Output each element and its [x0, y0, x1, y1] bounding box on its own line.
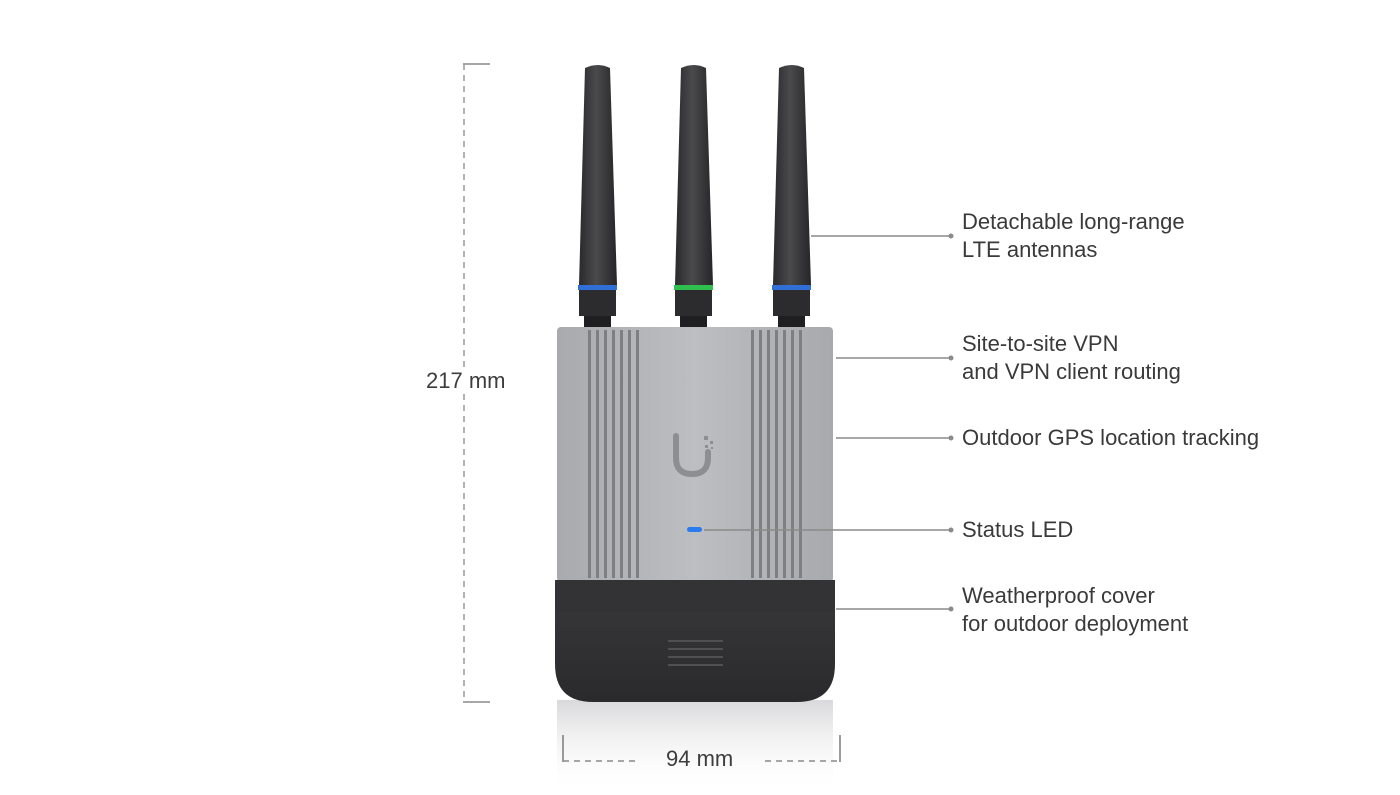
callout-line: Outdoor GPS location tracking [962, 425, 1260, 450]
callout-line: and VPN client routing [962, 359, 1181, 384]
callout-leaders [704, 233, 954, 612]
heat-sink-fins-left [588, 330, 639, 578]
width-dimension-line [562, 735, 841, 762]
height-dimension-label: 217 mm [424, 368, 508, 394]
callout-line: Detachable long-range [962, 209, 1185, 234]
callout-line: Weatherproof cover [962, 583, 1155, 608]
antenna-left [578, 65, 617, 328]
antenna-right [772, 65, 811, 328]
status-led [687, 527, 702, 532]
antenna-ring-blue [578, 285, 617, 290]
callout-gps: Outdoor GPS location tracking [962, 424, 1259, 452]
antenna-ring-blue [772, 285, 811, 290]
heat-sink-fins-right [751, 330, 802, 578]
callout-status-led: Status LED [962, 516, 1073, 544]
callout-line: Site-to-site VPN [962, 331, 1119, 356]
ubiquiti-logo-icon [673, 433, 713, 478]
callout-antennas: Detachable long-range LTE antennas [962, 208, 1185, 264]
callout-vpn: Site-to-site VPN and VPN client routing [962, 330, 1181, 386]
antenna-ring-green [674, 285, 713, 290]
callout-line: LTE antennas [962, 237, 1098, 262]
callout-weatherproof-cover: Weatherproof cover for outdoor deploymen… [962, 582, 1188, 638]
device-reflection [557, 700, 833, 795]
width-dimension-label: 94 mm [666, 746, 734, 771]
callout-line: Status LED [962, 517, 1074, 542]
callout-line: for outdoor deployment [962, 611, 1189, 636]
weatherproof-cover [555, 580, 835, 702]
device-body [557, 327, 833, 582]
antenna-center [674, 65, 713, 328]
